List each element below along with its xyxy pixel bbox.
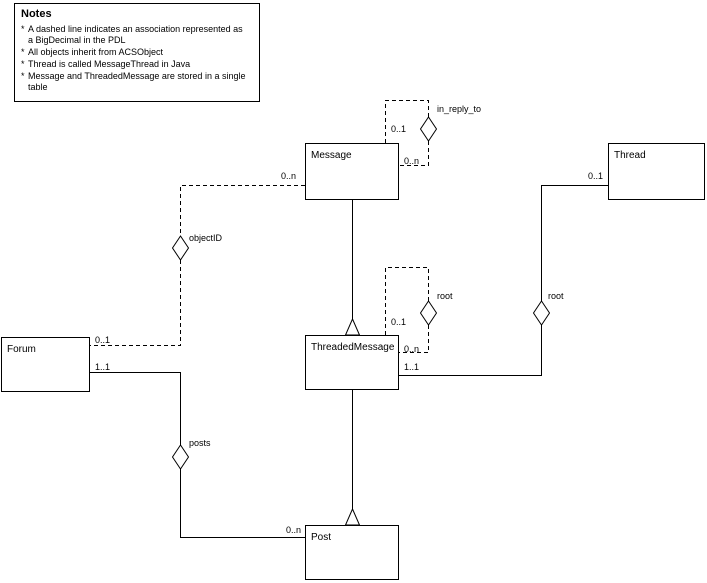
multiplicity-forum-posts: 1..1 [95, 362, 111, 372]
root-thread-line [399, 185, 608, 376]
root-self-dashed-line [385, 267, 429, 353]
class-box-threadedmessage: ThreadedMessage [305, 335, 399, 390]
class-box-forum: Forum [1, 337, 90, 392]
aggregation-diamond-root-self [419, 300, 438, 326]
note-item: * All objects inherit from ACSObject [21, 47, 255, 58]
aggregation-diamond-in-reply-to [419, 116, 438, 142]
aggregation-diamond-posts [171, 444, 190, 470]
class-name-post: Post [311, 532, 332, 543]
aggregation-diamond-root-thread [532, 300, 551, 326]
class-name-thread: Thread [614, 150, 646, 161]
association-label-posts: posts [189, 438, 211, 448]
bullet-icon: * [21, 24, 25, 34]
multiplicity-tm-root-upper: 0..1 [391, 317, 407, 327]
bullet-icon: * [21, 47, 25, 57]
multiplicity-tm-thread: 1..1 [404, 362, 420, 372]
class-box-message: Message [305, 143, 399, 200]
bullet-icon: * [21, 71, 25, 81]
association-label-root-thread: root [548, 291, 564, 301]
class-name-message: Message [311, 150, 352, 161]
multiplicity-tm-root-lower: 0..n [404, 344, 420, 354]
multiplicity-forum-objectid: 0..1 [95, 335, 111, 345]
note-text: All objects inherit from ACSObject [28, 47, 164, 57]
association-label-root-self: root [437, 291, 453, 301]
objectid-dashed-line [90, 185, 305, 346]
class-box-thread: Thread [608, 143, 705, 200]
multiplicity-post-posts: 0..n [286, 525, 302, 535]
association-label-objectid: objectID [189, 233, 223, 243]
inheritance-triangle-threadedmessage [344, 317, 361, 336]
note-text: Thread is called MessageThread in Java [28, 59, 191, 69]
note-text: A dashed line indicates an association r… [28, 24, 243, 45]
note-text: Message and ThreadedMessage are stored i… [28, 71, 246, 92]
association-label-in-reply-to: in_reply_to [437, 104, 482, 114]
multiplicity-message-self-lower: 0..n [404, 156, 420, 166]
note-item: * Thread is called MessageThread in Java [21, 59, 255, 70]
posts-line [90, 372, 305, 538]
bullet-icon: * [21, 59, 25, 69]
multiplicity-message-objectid: 0..n [281, 171, 297, 181]
notes-title: Notes [21, 8, 52, 20]
note-item: * Message and ThreadedMessage are stored… [21, 71, 255, 93]
multiplicity-thread-root: 0..1 [588, 171, 604, 181]
class-name-forum: Forum [7, 344, 36, 355]
class-box-post: Post [305, 525, 399, 580]
inheritance-triangle-post [344, 507, 361, 526]
class-name-threadedmessage: ThreadedMessage [311, 342, 395, 353]
in-reply-to-dashed-line [385, 100, 429, 166]
aggregation-diamond-objectid [171, 235, 190, 261]
notes-box: Notes * A dashed line indicates an assoc… [14, 3, 260, 102]
note-item: * A dashed line indicates an association… [21, 24, 255, 46]
multiplicity-message-self-upper: 0..1 [391, 124, 407, 134]
